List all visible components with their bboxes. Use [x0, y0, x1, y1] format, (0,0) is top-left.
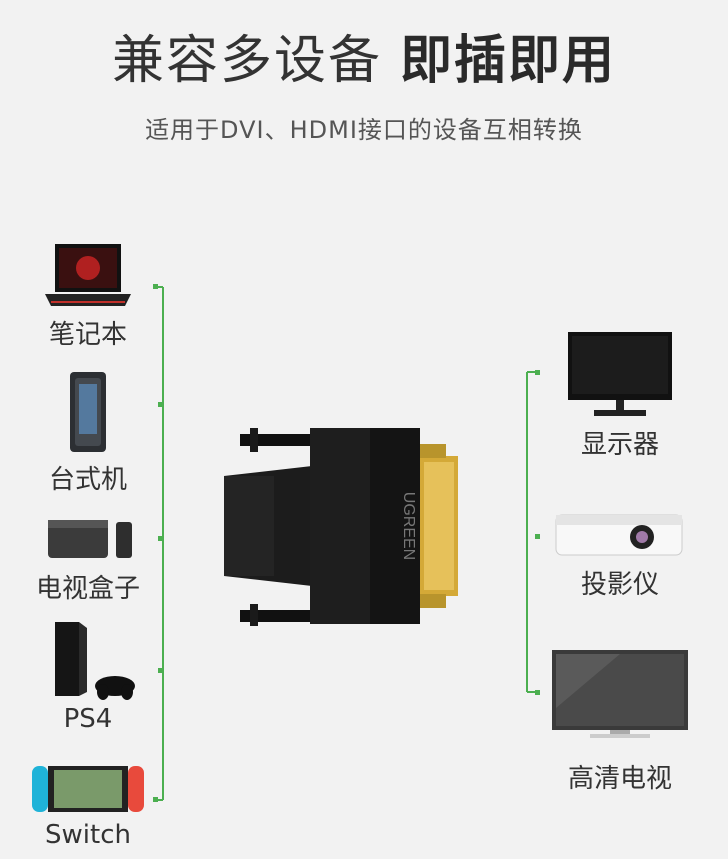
device-ps4: PS4: [28, 620, 148, 734]
device-laptop: 笔记本: [28, 240, 148, 351]
label-desktop: 台式机: [48, 465, 127, 495]
label-tv-box: 电视盒子: [35, 574, 140, 604]
monitor-icon: [568, 332, 672, 416]
switch-console-icon: [32, 766, 144, 812]
adapter-brand: UGREEN: [400, 492, 417, 560]
headline-light: 兼容多设备: [111, 31, 382, 91]
label-switch: Switch: [45, 820, 131, 850]
label-hdtv: 高清电视: [567, 764, 672, 794]
projector-icon: [555, 514, 683, 556]
label-laptop: 笔记本: [48, 320, 127, 350]
desktop-tower-icon: [70, 372, 106, 452]
hdtv-icon: [552, 650, 688, 738]
ps4-console-icon: [55, 622, 135, 700]
tv-box-icon: [48, 520, 132, 558]
laptop-icon: [45, 244, 131, 306]
device-hdtv: 高清电视: [550, 648, 690, 795]
label-ps4: PS4: [63, 704, 113, 734]
subtitle: 适用于DVI、HDMI接口的设备互相转换: [145, 116, 583, 144]
device-projector: 投影仪: [550, 505, 690, 601]
headline: 兼容多设备即插即用: [0, 18, 728, 93]
device-tv-box: 电视盒子: [28, 514, 148, 605]
label-projector: 投影仪: [580, 570, 659, 600]
device-monitor: 显示器: [550, 330, 690, 461]
headline-bold: 即插即用: [400, 31, 617, 91]
label-monitor: 显示器: [580, 430, 659, 460]
device-switch: Switch: [28, 760, 148, 850]
device-desktop: 台式机: [28, 370, 148, 496]
dvi-hdmi-adapter-image: UGREEN: [224, 428, 458, 626]
